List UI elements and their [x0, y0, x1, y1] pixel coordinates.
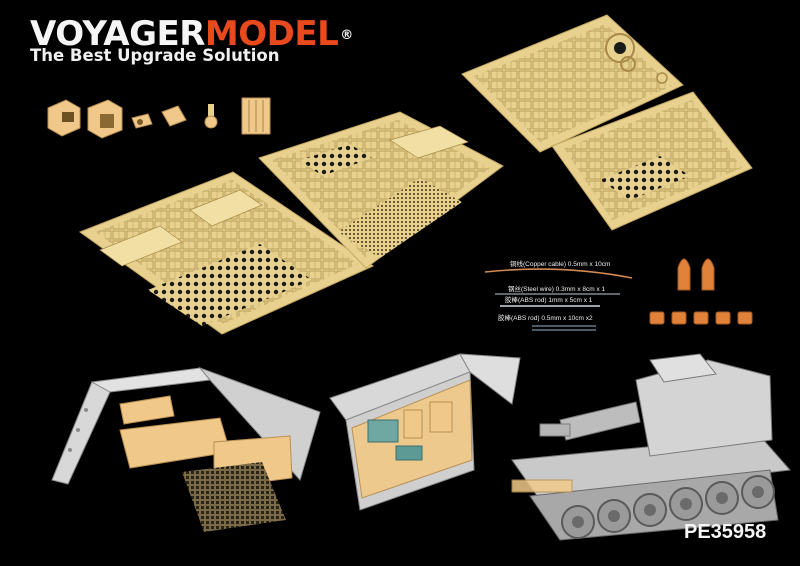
assembly-view-vehicle: [511, 353, 792, 541]
resin-parts: [47, 97, 271, 139]
brand-name-part2: MODEL: [204, 14, 339, 54]
material-label-copper-cable: 铜线(Copper cable) 0.5mm x 10cm: [510, 259, 610, 268]
assembly-view-interior: [329, 353, 521, 511]
brand-tagline: The Best Upgrade Solution: [30, 46, 280, 65]
material-label-steel-wire: 钢丝(Steel wire) 0.3mm x 8cm x 1: [508, 284, 606, 293]
assembly-view-compartment: [51, 366, 321, 532]
material-label-abs-rod-1mm: 胶棒(ABS rod) 1mm x 5cm x 1: [505, 295, 593, 304]
brand-logo: VOYAGERMODEL®: [30, 14, 353, 54]
product-code: PE35958: [684, 521, 767, 543]
fret-sheet-1: [78, 171, 375, 335]
registered-mark: ®: [340, 28, 353, 43]
materials-block: 铜线(Copper cable) 0.5mm x 10cm 钢丝(Steel w…: [484, 259, 633, 331]
fret-sheet-2: [258, 111, 504, 269]
fret-sheet-3: [461, 14, 684, 153]
fret-sheet-4: [551, 91, 753, 231]
brand-name-part1: VOYAGER: [30, 14, 205, 54]
turned-parts: [649, 258, 753, 325]
material-label-abs-rod-05mm: 胶棒(ABS rod) 0.5mm x 10cm x2: [498, 313, 593, 322]
